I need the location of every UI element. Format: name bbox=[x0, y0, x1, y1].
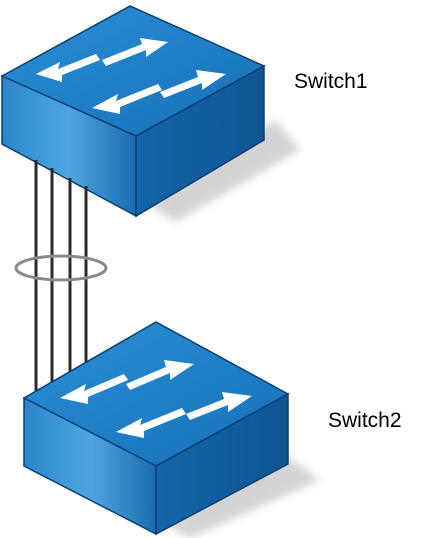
switch1-device bbox=[0, 5, 300, 222]
switch1-shadow bbox=[150, 120, 300, 222]
switch2-shadow bbox=[165, 455, 320, 538]
arrow-icon bbox=[116, 408, 186, 438]
switch1-label: Switch1 bbox=[294, 70, 368, 93]
arrow-icon bbox=[102, 38, 168, 66]
aggregated-links bbox=[34, 160, 88, 392]
arrow-icon bbox=[186, 392, 252, 420]
arrow-icon bbox=[36, 54, 100, 82]
arrow-icon bbox=[92, 84, 162, 114]
arrow-icon bbox=[60, 374, 128, 404]
switch2-arrows bbox=[60, 360, 252, 438]
switch1-side-face bbox=[135, 64, 265, 218]
switch2-label: Switch2 bbox=[328, 409, 402, 432]
switch2-side-face bbox=[155, 392, 289, 536]
switch2-device bbox=[22, 321, 320, 538]
arrow-icon bbox=[160, 70, 226, 98]
arrow-icon bbox=[126, 360, 194, 390]
switch1-arrows bbox=[36, 38, 226, 114]
link-aggregation-ring bbox=[14, 254, 108, 282]
